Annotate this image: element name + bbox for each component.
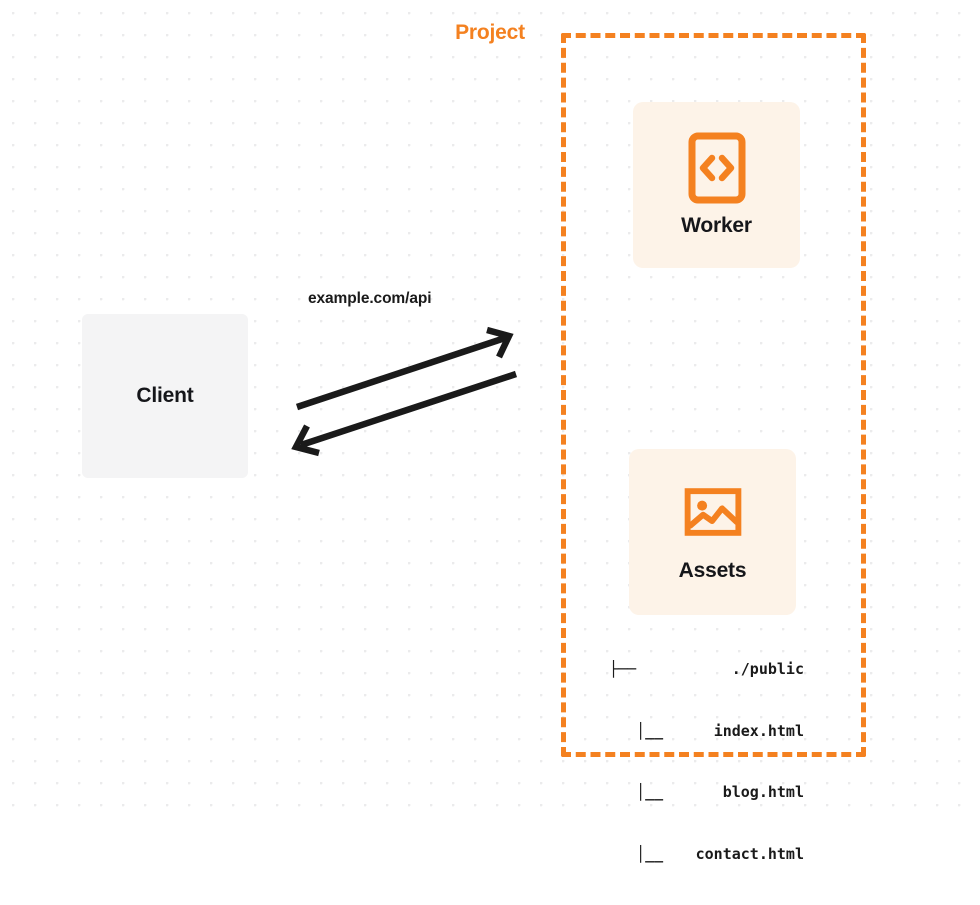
client-label: Client bbox=[136, 384, 194, 407]
client-node[interactable]: Client bbox=[82, 314, 248, 478]
tree-branch-glyph: │__ bbox=[609, 783, 664, 801]
tree-branch-glyph: │__ bbox=[609, 721, 664, 740]
file-tree-row: │__ blog.html bbox=[609, 782, 804, 803]
connection-label: example.com/api bbox=[308, 290, 432, 307]
file-tree-row: │__ index.html bbox=[609, 721, 804, 742]
inbound-arrow-head bbox=[291, 424, 320, 457]
assets-card[interactable]: Assets bbox=[629, 449, 796, 615]
tree-item-label: blog.html bbox=[722, 783, 804, 801]
file-tree-row: │__ contact.html bbox=[609, 844, 804, 865]
project-label: Project bbox=[448, 21, 532, 45]
tree-item-label: index.html bbox=[713, 721, 804, 740]
assets-file-tree: ├── ./public │__ index.html │__ blog.htm… bbox=[609, 618, 804, 905]
worker-label: Worker bbox=[681, 214, 752, 237]
project-boundary bbox=[561, 33, 866, 757]
assets-label: Assets bbox=[678, 559, 747, 582]
outbound-arrow-head bbox=[486, 326, 514, 359]
image-icon bbox=[684, 481, 742, 543]
tree-branch-glyph: ├── bbox=[609, 660, 637, 678]
tree-item-label: ./public bbox=[731, 660, 804, 678]
outbound-arrow-line bbox=[295, 334, 507, 411]
inbound-arrow-line bbox=[299, 370, 518, 449]
tree-branch-glyph: │__ bbox=[609, 844, 664, 863]
code-brackets-icon bbox=[688, 132, 746, 204]
worker-card[interactable]: Worker bbox=[633, 102, 800, 268]
diagram-canvas: Client example.com/api Project Worker bbox=[0, 0, 980, 863]
tree-item-label: contact.html bbox=[695, 844, 804, 863]
file-tree-row: ├── ./public bbox=[609, 659, 804, 680]
